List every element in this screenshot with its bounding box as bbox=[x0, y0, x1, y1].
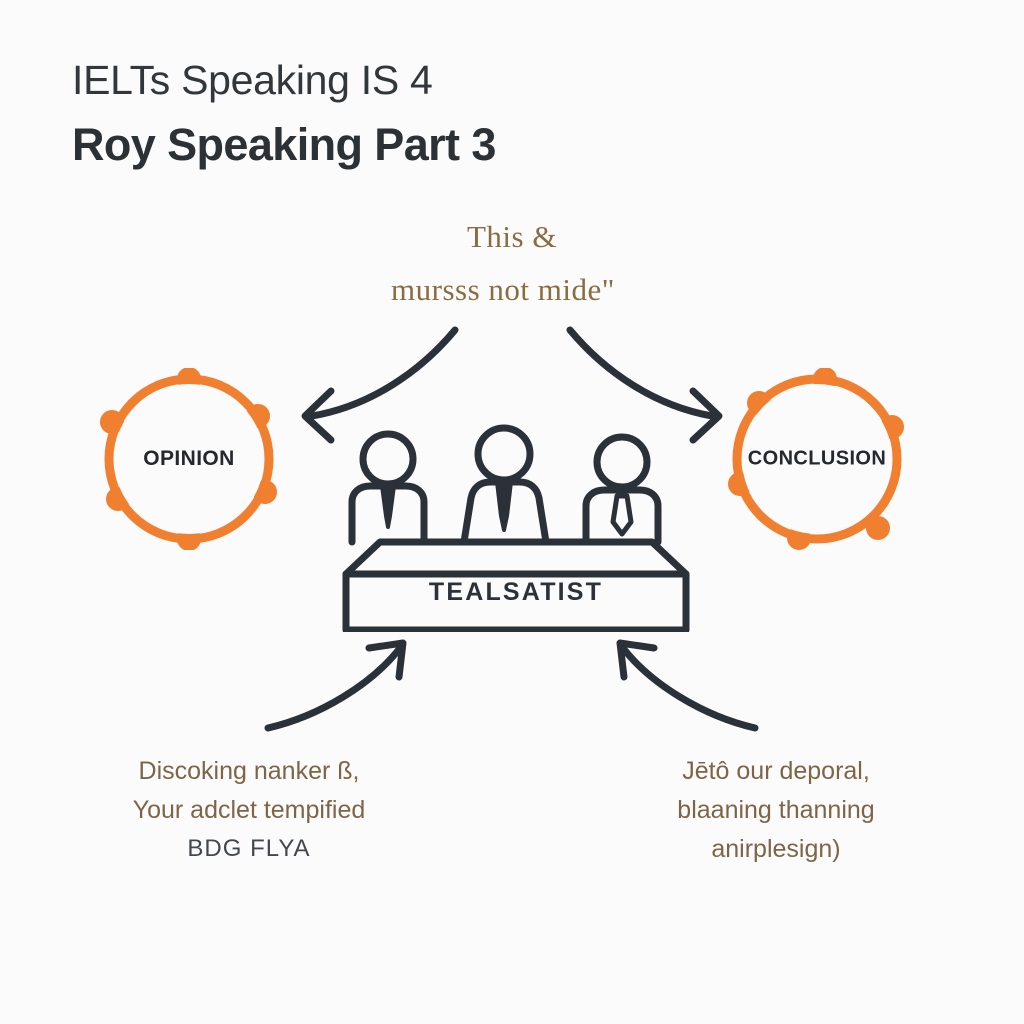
arrow-from-caption-right-head bbox=[616, 639, 658, 681]
desk-label: TEALSATIST bbox=[428, 578, 604, 606]
arrow-from-caption-left-shaft bbox=[264, 644, 404, 732]
arrow-to-conclusion-shaft bbox=[566, 326, 716, 420]
node-conclusion[interactable]: CONCLUSION bbox=[726, 368, 908, 550]
top-annotation-line-2: ­mursss not mide" bbox=[391, 271, 615, 307]
arrow-to-opinion-shaft bbox=[308, 326, 459, 420]
title-line-2: Roy Speaking Part 3 bbox=[72, 118, 496, 170]
caption-right-line-2: blaaning thanning bbox=[677, 795, 875, 824]
opinion-ring-icon bbox=[100, 368, 277, 550]
caption-right-line-1: Jētô our deporal, bbox=[682, 757, 870, 785]
panel-figures-group bbox=[342, 424, 690, 632]
tie-middle bbox=[495, 480, 513, 532]
caption-right-line-3: anirplesign) bbox=[711, 834, 841, 863]
conclusion-ring-icon bbox=[728, 368, 904, 550]
desk bbox=[342, 538, 690, 632]
caption-left-line-3: BDG FLYA bbox=[187, 834, 311, 862]
top-annotation-line-1: This & bbox=[467, 219, 557, 254]
caption-left-line-1: Discoking nanker ß, bbox=[138, 757, 360, 785]
caption-right: Jētô our deporal, blaaning thanning anir… bbox=[616, 752, 936, 868]
top-annotation: This & ­mursss not mide" bbox=[312, 218, 712, 310]
tie-left bbox=[380, 484, 396, 529]
arrow-to-opinion-head bbox=[301, 387, 335, 444]
caption-left-line-2: Your adclet tempified bbox=[132, 795, 366, 824]
node-conclusion-label: CONCLUSION bbox=[747, 447, 887, 470]
caption-left: Discoking nanker ß, Your adclet tempifie… bbox=[74, 752, 424, 867]
arrow-from-caption-right-shaft bbox=[619, 644, 759, 732]
node-opinion-label: OPINION bbox=[143, 447, 235, 470]
page-title: IELTs Speaking IS 4 Roy Speaking Part 3 bbox=[72, 57, 672, 170]
title-line-1: IELTs Speaking IS 4 bbox=[72, 57, 433, 103]
arrow-from-caption-left-head bbox=[365, 639, 407, 681]
ties bbox=[380, 480, 634, 537]
node-opinion[interactable]: OPINION bbox=[98, 368, 280, 550]
tie-right bbox=[610, 483, 634, 537]
